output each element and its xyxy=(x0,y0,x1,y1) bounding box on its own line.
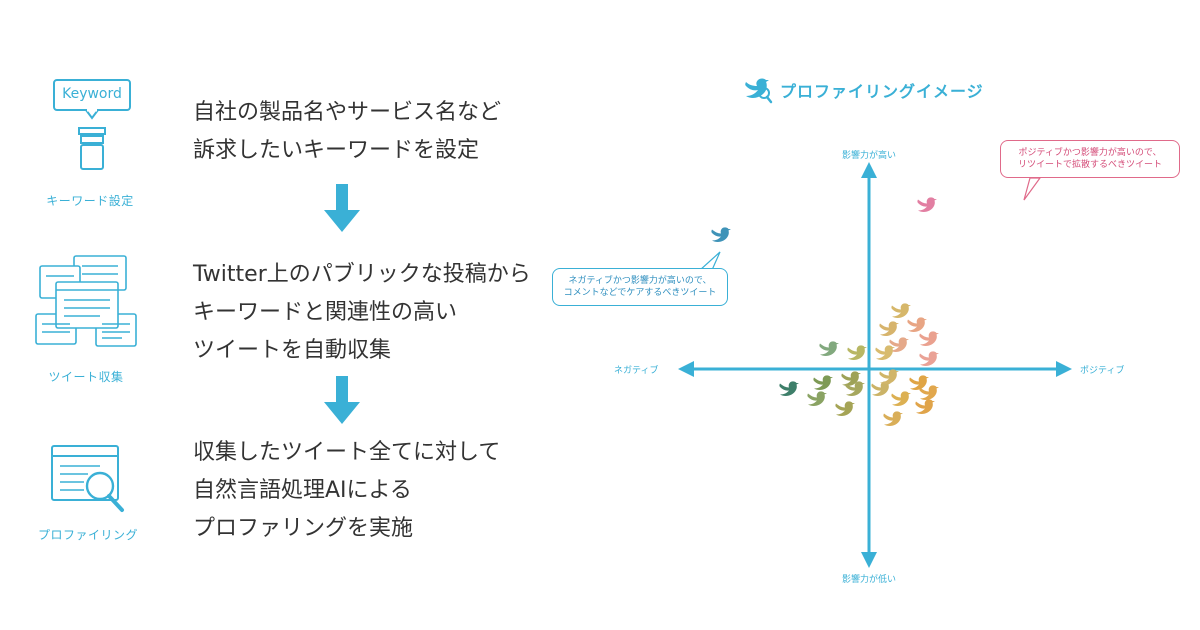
step-3-description: 収集したツイート全てに対して 自然言語処理AIによる プロファリングを実施 xyxy=(193,434,500,548)
step-2-line-1: Twitter上のパブリックな投稿から xyxy=(193,262,531,287)
scatter-point-bird-icon xyxy=(883,411,903,426)
step-1-description: 自社の製品名やサービス名など 訴求したいキーワードを設定 xyxy=(193,94,501,170)
scatter-point-bird-icon xyxy=(807,391,827,406)
callout-negative-line-2: コメントなどでケアするべきツイート xyxy=(563,288,717,298)
scatter-point-bird-icon xyxy=(813,375,833,390)
step-3-line-1: 収集したツイート全てに対して xyxy=(193,440,501,465)
axis-label-top: 影響力が高い xyxy=(842,151,897,161)
scatter-point-bird-icon xyxy=(889,337,909,352)
step-3-line-2: 自然言語処理AIによる xyxy=(193,478,412,503)
step-1-icon xyxy=(52,78,132,188)
scatter-point-bird-icon xyxy=(871,381,891,396)
scatter-point-bird-icon xyxy=(835,401,855,416)
scatter-point-bird-icon xyxy=(891,391,911,406)
chart-axes xyxy=(678,162,1072,568)
flow-arrow-1-icon xyxy=(324,184,360,234)
scatter-point-bird-icon xyxy=(847,345,867,360)
callout-positive-tail xyxy=(1023,177,1042,201)
step-1-line-2: 訴求したいキーワードを設定 xyxy=(193,138,480,163)
axis-label-left: ネガティブ xyxy=(614,366,659,376)
y-axis-arrow-bottom-icon xyxy=(861,552,877,568)
scatter-point-bird-icon xyxy=(891,303,911,318)
flow-arrow-2-icon xyxy=(324,376,360,426)
keyword-bubble-text: Keyword xyxy=(62,86,122,102)
step-3-line-3: プロファリングを実施 xyxy=(193,516,414,541)
scatter-point-bird-icon xyxy=(845,381,865,396)
callout-positive-line-1: ポジティブかつ影響力が高いので、 xyxy=(1018,148,1162,158)
x-axis-arrow-right-icon xyxy=(1056,361,1072,377)
callout-negative: ネガティブかつ影響力が高いので、 コメントなどでケアするべきツイート xyxy=(552,268,728,306)
scatter-point-bird-icon xyxy=(779,381,799,396)
step-2-description: Twitter上のパブリックな投稿から キーワードと関連性の高い ツイートを自動… xyxy=(193,256,531,370)
x-axis-arrow-left-icon xyxy=(678,361,694,377)
scatter-point-bird-icon xyxy=(907,317,927,332)
scatter-point-bird-icon xyxy=(879,321,899,336)
y-axis-arrow-top-icon xyxy=(861,162,877,178)
axis-label-bottom: 影響力が低い xyxy=(842,575,897,585)
step-2-line-3: ツイートを自動収集 xyxy=(193,338,392,363)
scatter-point-bird-icon xyxy=(919,385,939,400)
bird-magnifier-icon xyxy=(742,76,774,104)
scatter-point-bird-icon xyxy=(819,341,839,356)
scatter-point-bird-icon xyxy=(909,375,929,390)
scatter-point-bird-icon xyxy=(917,197,937,212)
callout-positive: ポジティブかつ影響力が高いので、 リツイートで拡散するべきツイート xyxy=(1000,140,1180,178)
scatter-point-bird-icon xyxy=(919,351,939,366)
scatter-points xyxy=(711,197,939,426)
step-3-label: プロファイリング xyxy=(37,528,138,542)
step-1-label: キーワード設定 xyxy=(46,194,134,208)
callout-negative-line-1: ネガティブかつ影響力が高いので、 xyxy=(568,276,712,286)
scatter-point-bird-icon xyxy=(875,345,895,360)
step-1-line-1: 自社の製品名やサービス名など xyxy=(193,100,502,125)
callout-positive-line-2: リツイートで拡散するべきツイート xyxy=(1017,160,1162,170)
scatter-point-bird-icon xyxy=(915,399,935,414)
step-2-icon xyxy=(34,252,138,352)
step-2-line-2: キーワードと関連性の高い xyxy=(193,300,458,325)
scatter-point-bird-icon xyxy=(879,369,899,384)
scatter-point-bird-icon xyxy=(919,331,939,346)
step-3-icon xyxy=(48,440,132,520)
axis-label-right: ポジティブ xyxy=(1080,366,1125,376)
step-2-label: ツイート収集 xyxy=(48,370,124,384)
scatter-point-bird-icon xyxy=(841,371,861,386)
chart-title: プロファイリングイメージ xyxy=(780,82,984,101)
scatter-point-bird-icon xyxy=(711,227,731,242)
